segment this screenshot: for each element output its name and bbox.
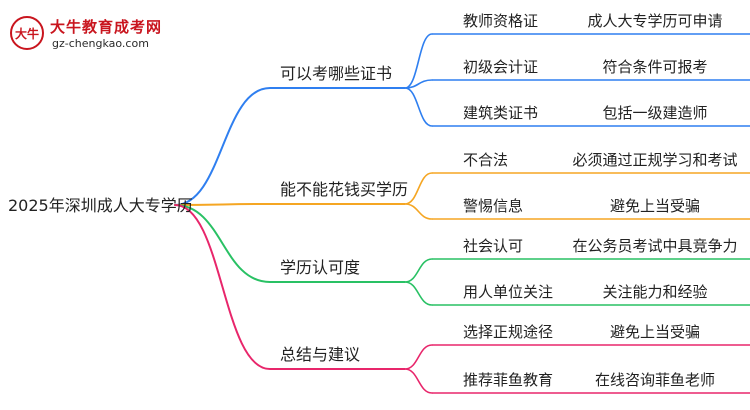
branch-label: 可以考哪些证书: [280, 64, 392, 83]
leaf-node-label: 在公务员考试中具竞争力: [572, 237, 737, 255]
root-node-label: 2025年深圳成人大专学历: [8, 196, 193, 215]
child-node-label: 选择正规途径: [463, 323, 553, 341]
child-node-label: 警惕信息: [463, 197, 523, 215]
logo-site-name: 大牛教育成考网: [50, 18, 163, 36]
branch-label: 学历认可度: [280, 258, 360, 277]
edge-branch-to-child: [404, 344, 433, 370]
leaf-node-label: 包括一级建造师: [602, 104, 707, 122]
child-node-label: 不合法: [463, 151, 508, 169]
site-logo[interactable]: 大牛 大牛教育成考网 gz-chengkao.com: [10, 14, 170, 54]
leaf-node-label: 必须通过正规学习和考试: [572, 151, 737, 169]
branch-label: 能不能花钱买学历: [280, 180, 408, 199]
leaf-node-label: 成人大专学历可申请: [587, 12, 722, 30]
branch-label: 总结与建议: [280, 345, 360, 364]
edge-branch-to-child: [404, 79, 433, 89]
edge-branch-to-child: [404, 368, 433, 394]
child-node-label: 推荐菲鱼教育: [463, 371, 553, 389]
child-node-label: 教师资格证: [463, 12, 538, 30]
child-node-label: 初级会计证: [463, 58, 538, 76]
child-node-label: 用人单位关注: [463, 283, 553, 301]
leaf-node-label: 关注能力和经验: [602, 283, 707, 301]
child-node-label: 社会认可: [463, 237, 523, 255]
leaf-node-label: 避免上当受骗: [610, 323, 700, 341]
edge-branch-to-child: [404, 281, 433, 306]
leaf-node-label: 避免上当受骗: [610, 197, 700, 215]
edge-branch-to-child: [404, 87, 433, 127]
edge-root-to-branch: [174, 203, 271, 206]
edge-branch-to-child: [404, 203, 433, 220]
logo-url: gz-chengkao.com: [52, 37, 149, 50]
edge-root-to-branch: [174, 204, 271, 283]
logo-mark-icon: 大牛: [10, 16, 44, 50]
child-node-label: 建筑类证书: [463, 104, 538, 122]
edge-root-to-branch: [174, 87, 271, 206]
edge-branch-to-child: [404, 258, 433, 283]
mind-map-edges: [174, 33, 750, 394]
edge-root-to-branch: [174, 204, 271, 370]
edge-branch-to-child: [404, 172, 433, 205]
edge-branch-to-child: [404, 33, 433, 89]
leaf-node-label: 在线咨询菲鱼老师: [595, 371, 715, 389]
leaf-node-label: 符合条件可报考: [602, 58, 707, 76]
